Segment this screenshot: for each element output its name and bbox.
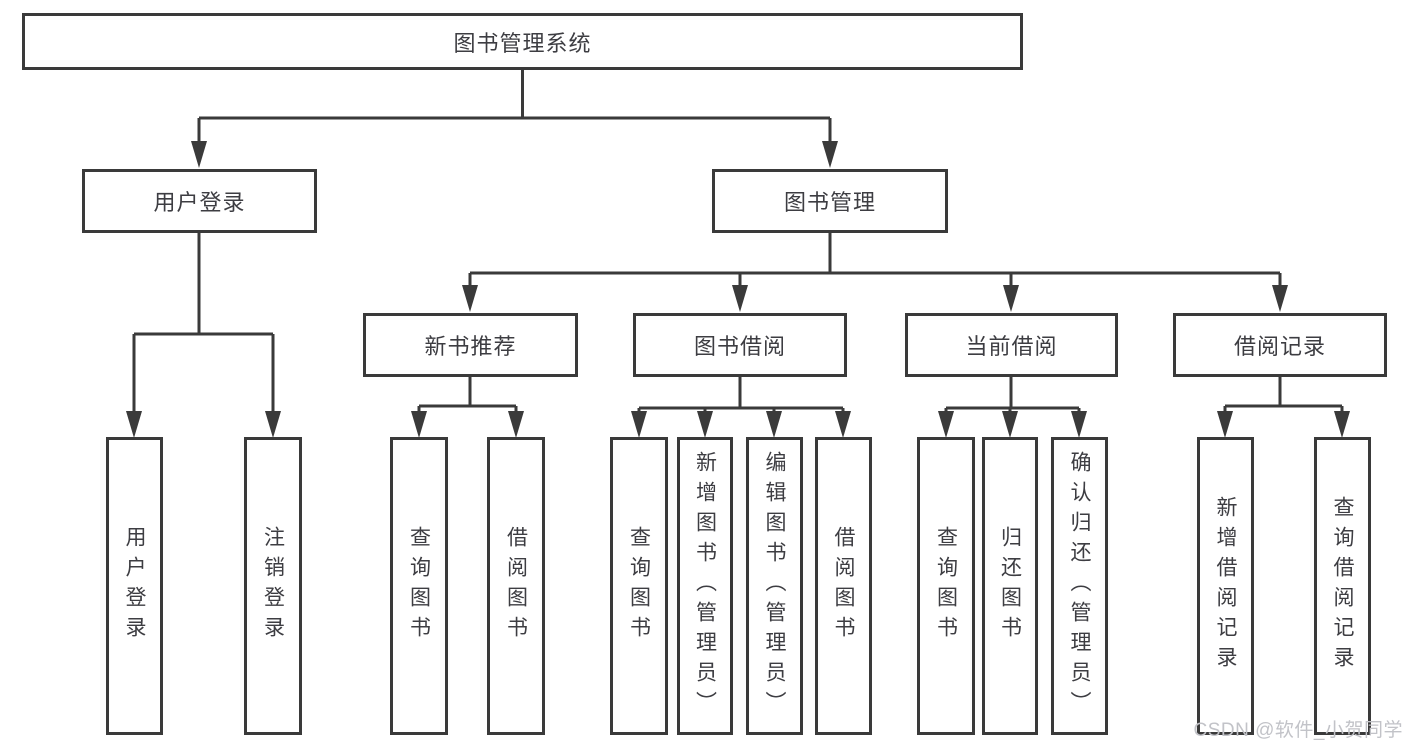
node-current-borrowing: 当前借阅 [905,313,1118,377]
node-label: 确认归还（管理员） [1068,451,1091,721]
node-label: 图书借阅 [693,334,786,359]
leaf-current-query-books: 查询图书 [917,437,975,735]
node-label: 借阅记录 [1233,334,1326,359]
node-book-management: 图书管理 [712,169,948,233]
node-label: 归还图书 [998,526,1022,646]
node-label: 查询图书 [407,526,431,646]
arrowhead-icon [766,411,782,438]
node-label: 当前借阅 [965,334,1058,359]
leaf-borrowing-borrow-books: 借阅图书 [815,437,872,735]
leaf-current-confirm-return-admin: 确认归还（管理员） [1051,437,1108,735]
node-system-root: 图书管理系统 [22,13,1023,70]
arrowhead-icon [508,411,524,438]
arrowhead-icon [1272,285,1288,312]
arrowhead-icon [462,285,478,312]
arrowhead-icon [822,141,838,168]
node-new-book-recommendation: 新书推荐 [363,313,578,377]
leaf-records-query-record: 查询借阅记录 [1314,437,1371,735]
node-user-login: 用户登录 [82,169,317,233]
leaf-current-return-books: 归还图书 [982,437,1038,735]
node-label: 借阅图书 [504,526,528,646]
node-label: 图书管理 [783,190,876,215]
arrowhead-icon [265,411,281,438]
leaf-recommend-query-books: 查询图书 [390,437,448,735]
arrowhead-icon [1003,285,1019,312]
node-label: 查询借阅记录 [1331,496,1354,676]
arrowhead-icon [938,411,954,438]
node-label: 查询图书 [934,526,958,646]
arrowhead-icon [732,285,748,312]
node-label: 查询图书 [627,526,651,646]
leaf-borrowing-edit-books-admin: 编辑图书（管理员） [746,437,803,735]
node-label: 新书推荐 [424,334,517,359]
arrowhead-icon [1002,411,1018,438]
arrowhead-icon [631,411,647,438]
node-label: 用户登录 [153,190,246,215]
arrowhead-icon [1217,411,1233,438]
node-label: 图书管理系统 [453,30,592,56]
arrowhead-icon [126,411,142,438]
leaf-records-add-record: 新增借阅记录 [1197,437,1254,735]
arrowhead-icon [1071,411,1087,438]
node-borrowing-records: 借阅记录 [1173,313,1387,377]
node-label: 新增图书（管理员） [693,451,717,721]
csdn-watermark: CSDN @软件_小贺同学 [1193,720,1403,741]
node-label: 编辑图书（管理员） [763,451,786,721]
node-label: 注销登录 [261,526,285,646]
arrowhead-icon [697,411,713,438]
arrowhead-icon [411,411,427,438]
leaf-recommend-borrow-books: 借阅图书 [487,437,545,735]
leaf-logout: 注销登录 [244,437,302,735]
leaf-borrowing-query-books: 查询图书 [610,437,668,735]
node-label: 借阅图书 [832,526,855,646]
arrowhead-icon [191,141,207,168]
arrowhead-icon [1334,411,1350,438]
node-label: 用户登录 [123,526,146,646]
leaf-user-login: 用户登录 [106,437,163,735]
arrowhead-icon [835,411,851,438]
node-book-borrowing: 图书借阅 [633,313,847,377]
leaf-borrowing-add-books-admin: 新增图书（管理员） [677,437,733,735]
node-label: 新增借阅记录 [1214,496,1237,676]
